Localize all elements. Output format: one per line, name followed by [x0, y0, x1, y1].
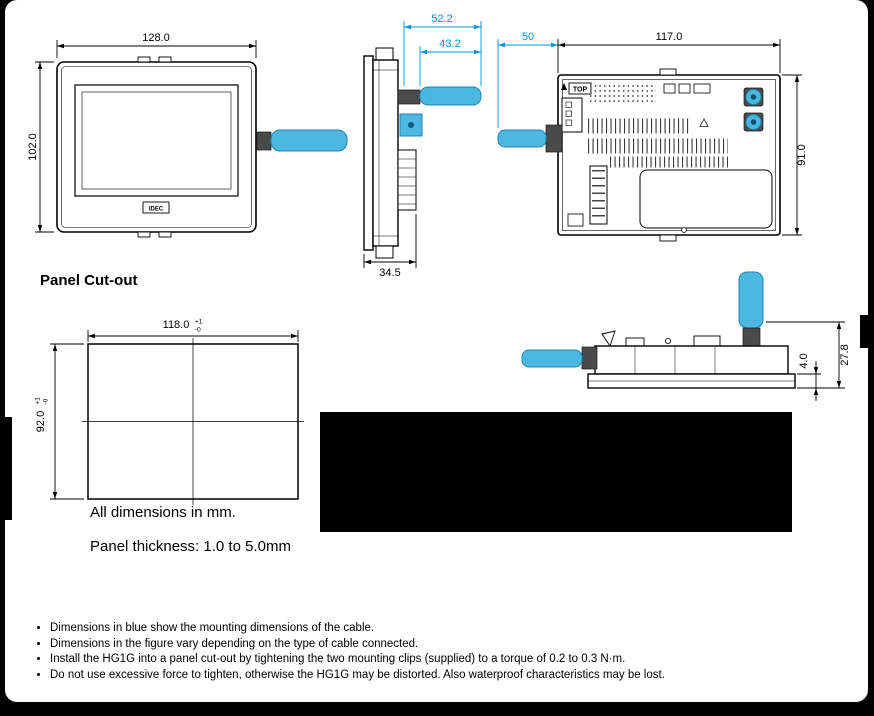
rear-height-dimension: 91.0: [782, 74, 808, 236]
front-view-drawing: 128.0 102.0 IDEC: [27, 32, 348, 238]
rear-height-label: 91.0: [796, 144, 808, 165]
front-width-label: 128.0: [142, 32, 170, 44]
side-device-outline: [363, 47, 399, 259]
top-view-drawing: 4.0 27.8: [521, 271, 851, 401]
rear-speaker-dots: [590, 85, 656, 102]
rear-width-label: 117.0: [656, 31, 683, 43]
top-depth-label: 27.8: [839, 344, 851, 365]
side-depth-dimension: 34.5: [363, 214, 417, 279]
front-height-dimension: 102.0: [27, 61, 54, 233]
cutout-width-label: 118.0: [163, 319, 190, 331]
rear-vent-slots: [588, 118, 728, 168]
front-logo-text: IDEC: [149, 206, 164, 212]
panel-cutout-drawing: 118.0 +1 -0 92.0 +1 -0: [35, 319, 304, 505]
side-depth-label: 34.5: [379, 267, 400, 279]
footnote-mounting-clips: Install the HG1G into a panel cut-out by…: [50, 652, 858, 667]
front-logo: IDEC: [142, 201, 170, 214]
footnote-excessive-force: Do not use excessive force to tighten, o…: [50, 668, 858, 683]
rear-switch-blocks: [663, 83, 711, 127]
rear-cable: [497, 124, 563, 153]
cutout-rectangle: [82, 338, 304, 505]
cutout-width-tol-lower: -0: [195, 327, 201, 334]
footnote-cable-type: Dimensions in the figure vary depending …: [50, 637, 858, 652]
side-total-dimension: 52.2: [403, 13, 482, 86]
rear-power-terminal: [561, 97, 583, 133]
rear-io-connector-strip: [589, 165, 608, 225]
footnotes-list: Dimensions in blue show the mounting dim…: [32, 621, 858, 683]
rear-nameplate: [567, 169, 773, 233]
side-cable-label: 43.2: [439, 38, 460, 50]
rear-usb-ports: [743, 87, 764, 132]
footnote-blue-dimensions: Dimensions in blue show the mounting dim…: [50, 621, 858, 636]
top-depth-dimension: 27.8: [766, 321, 851, 388]
cutout-height-label: 92.0: [35, 411, 47, 432]
cutout-width-tol-upper: +1: [195, 319, 203, 326]
rear-top-label: TOP: [573, 87, 588, 94]
side-total-label: 52.2: [431, 13, 452, 25]
cutout-height-tol-upper: +1: [35, 397, 42, 405]
top-device-outline: [587, 330, 796, 389]
cutout-height-tol-lower: -0: [43, 398, 50, 404]
front-height-label: 102.0: [27, 133, 39, 161]
panel-thickness-note: Panel thickness: 1.0 to 5.0mm: [90, 538, 291, 555]
side-cable: [397, 86, 482, 137]
top-left-cable: [521, 346, 598, 370]
redacted-block-center: [320, 412, 792, 532]
cutout-height-dimension: 92.0 +1 -0: [35, 343, 84, 500]
front-cable: [256, 129, 348, 152]
panel-cutout-title: Panel Cut-out: [40, 272, 138, 289]
side-view-drawing: 52.2 43.2 34.5: [363, 13, 482, 279]
redacted-strip-right: [860, 315, 874, 348]
front-width-dimension: 128.0: [56, 32, 257, 58]
top-bezel-label: 4.0: [798, 353, 810, 368]
rear-top-marker: TOP: [561, 82, 592, 95]
rear-cable-label: 50: [522, 31, 534, 43]
front-device-outline: [56, 56, 257, 238]
top-vertical-cable: [738, 271, 764, 347]
rear-width-dimension: 117.0: [557, 31, 781, 73]
cutout-width-dimension: 118.0 +1 -0: [87, 319, 299, 342]
rear-view-drawing: 50 117.0 TOP: [497, 31, 808, 242]
side-terminal-block: [397, 149, 417, 211]
rear-cable-dimension: 50: [497, 31, 558, 128]
top-bezel-dimension: 4.0: [797, 353, 845, 401]
redacted-strip-left: [0, 417, 12, 520]
units-note: All dimensions in mm.: [90, 504, 236, 521]
side-cable-dimension: 43.2: [419, 38, 481, 86]
